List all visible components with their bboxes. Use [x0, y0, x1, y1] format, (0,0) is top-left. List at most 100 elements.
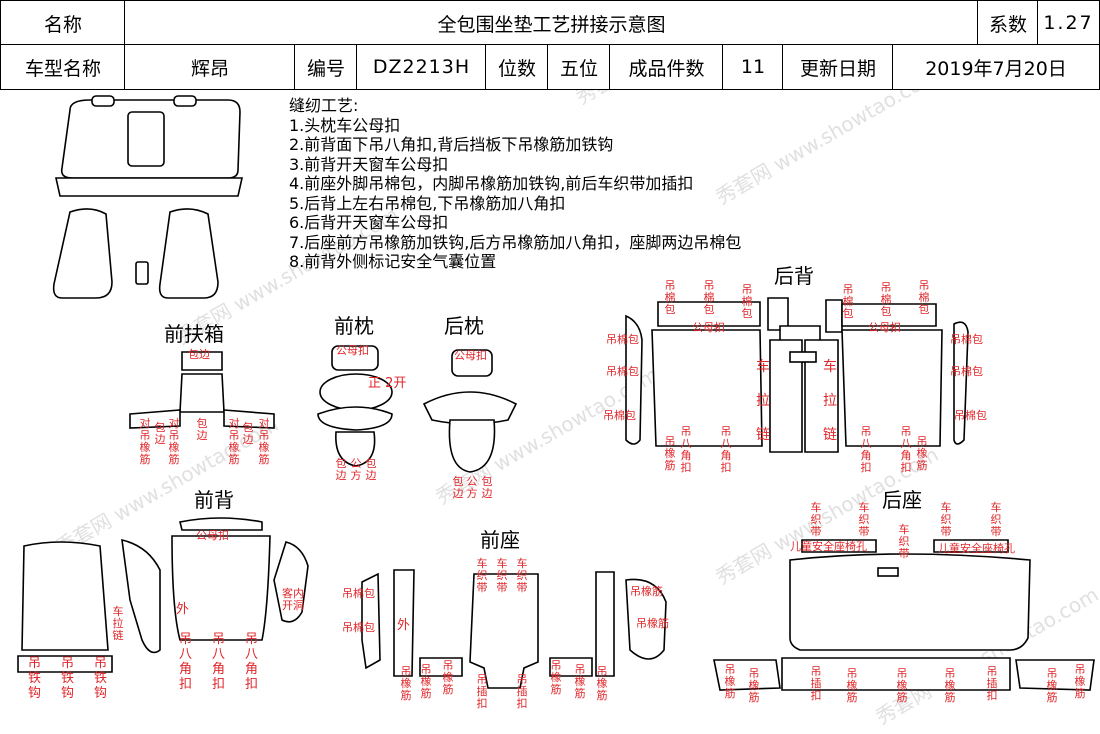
pieces-label: 成品件数 [609, 44, 724, 90]
label-diao-xiang-jin: 吊橡筋 [400, 665, 412, 702]
code-value: DZ2213H [356, 44, 487, 90]
label-che-la-lian: 车拉链 [756, 359, 770, 443]
name-label: 名称 [0, 0, 126, 46]
label-diao-xiang-jin: 吊橡筋 [1046, 667, 1058, 704]
label-diao-xiang-jin: 吊橡筋 [550, 659, 562, 696]
label-diao-tie-gou: 吊铁钩 [60, 656, 74, 701]
label-gong-fang: 公方 [466, 475, 478, 500]
label-diao-xiang-jin: 吊橡筋 [896, 667, 908, 704]
label-diao-cha-kou: 吊插扣 [476, 673, 488, 710]
notes-heading: 缝纫工艺: [289, 96, 359, 115]
label-diao-xiang-jin: 吊橡筋 [442, 659, 454, 696]
label-diao-tie-gou: 吊铁钩 [27, 656, 41, 701]
label-diao-mian-bao: 吊棉包 [842, 283, 854, 320]
label-che-la-lian: 车拉链 [823, 359, 837, 443]
label-che-zhi-dai: 车织带 [476, 557, 488, 594]
seats-label: 位数 [485, 44, 549, 90]
label-diao-mian-bao: 吊棉包 [741, 283, 753, 320]
label-diao-mian-bao: 吊棉包 [950, 333, 983, 346]
label-diao-mian-bao: 吊棉包 [603, 409, 636, 422]
label-diao-xiang-jin: 吊橡筋 [596, 665, 608, 702]
label-diao-ba-jiao-kou: 吊八角扣 [244, 632, 258, 692]
label-diao-mian-bao: 吊棉包 [918, 279, 930, 316]
front-back-pieces [17, 517, 309, 673]
date-label: 更新日期 [782, 44, 894, 90]
model-label: 车型名称 [0, 44, 126, 90]
label-diao-ba-jiao-kou: 吊八角扣 [720, 425, 732, 474]
label-er-tong-an-quan-zuo-yi-kong: 儿童安全座椅孔 [790, 540, 867, 553]
label-bao-bian: 包边 [452, 475, 464, 500]
label-diao-xiang-jin: 吊橡筋 [636, 617, 669, 630]
rear-seat-pieces [713, 539, 1095, 691]
label-che-zhi-dai: 车织带 [898, 523, 910, 560]
note-item: 4.前座外脚吊棉包，内脚吊橡筋加铁钩,前后车织带加插扣 [289, 174, 694, 193]
label-diao-xiang-jin: 吊橡筋 [846, 667, 858, 704]
label-diao-xiang-jin: 吊橡筋 [1074, 663, 1086, 700]
label-diao-ba-jiao-kou: 吊八角扣 [900, 425, 912, 474]
armrest-pieces [129, 351, 275, 429]
label-diao-xiang-jin: 吊橡筋 [944, 667, 956, 704]
label-gong-fang: 公方 [350, 457, 362, 482]
label-gong-mu-kou: 公母扣 [196, 529, 229, 542]
label-diao-ba-jiao-kou: 吊八角扣 [178, 632, 192, 692]
label-dui-diao-xiang-jin: 对吊橡筋 [258, 417, 270, 466]
label-diao-ba-jiao-kou: 吊八角扣 [211, 632, 225, 692]
note-item: 5.后背上左右吊棉包,下吊橡筋加八角扣 [289, 193, 566, 213]
front-headrest-pieces [317, 345, 393, 467]
section-title-rear-back: 后背 [774, 264, 814, 288]
label-diao-mian-bao: 吊棉包 [703, 279, 715, 316]
label-diao-ba-jiao-kou: 吊八角扣 [860, 425, 872, 474]
section-title-armrest: 前扶箱 [164, 322, 224, 346]
label-diao-ba-jiao-kou: 吊八角扣 [680, 425, 692, 474]
label-ke-nei-kai-dong: 客内开洞 [282, 587, 304, 612]
label-diao-mian-bao: 吊棉包 [342, 587, 375, 600]
label-diao-mian-bao: 吊棉包 [342, 621, 375, 634]
label-diao-cha-kou: 吊插扣 [516, 673, 528, 710]
note-item: 8.前背外侧标记安全气囊位置 [289, 252, 497, 271]
label-gong-mu-kou: 公母扣 [336, 344, 369, 357]
label-dui-diao-xiang-jin: 对吊橡筋 [139, 417, 151, 466]
label-che-zhi-dai: 车织带 [810, 501, 822, 538]
label-diao-xiang-jin: 吊橡筋 [664, 435, 676, 472]
note-item: 2.前背面下吊八角扣,背后挡板下吊橡筋加铁钩 [289, 135, 614, 154]
label-gong-mu-kou: 公母扣 [454, 349, 487, 362]
label-er-tong-an-quan-zuo-yi-kong: 儿童安全座椅孔 [938, 542, 1015, 555]
section-title-rear-seat: 后座 [882, 488, 922, 512]
front-seats-overview [52, 208, 219, 299]
header-table: 名称 全包围坐垫工艺拼接示意图 系数 1.27 车型名称 辉昂 编号 DZ221… [0, 0, 1100, 90]
note-item: 7.后座前方吊橡筋加铁钩,后方吊橡筋加八角扣，座脚两边吊棉包 [289, 232, 742, 252]
date-value: 2019年7月20日 [892, 44, 1100, 90]
label-che-zhi-dai: 车织带 [940, 501, 952, 538]
label-zheng-2-kai: 正 2开 [368, 376, 407, 391]
label-dui-diao-xiang-jin: 对吊橡筋 [168, 417, 180, 466]
note-item: 1.头枕车公母扣 [289, 115, 401, 135]
section-title-rear-headrest: 后枕 [444, 314, 484, 338]
label-diao-xiang-jin: 吊橡筋 [574, 663, 586, 700]
label-diao-mian-bao: 吊棉包 [606, 365, 639, 378]
label-che-zhi-dai: 车织带 [496, 557, 508, 594]
note-item: 6.后背开天窗车公母扣 [289, 213, 449, 232]
seats-value: 五位 [547, 44, 611, 90]
label-diao-xiang-jin: 吊橡筋 [916, 435, 928, 472]
label-bao-bian: 包边 [188, 348, 210, 361]
model-value: 辉昂 [124, 44, 296, 90]
rear-bench-overview [55, 95, 243, 197]
label-che-zhi-dai: 车织带 [516, 557, 528, 594]
section-title-front-seat: 前座 [480, 528, 520, 552]
label-dui-diao-xiang-jin: 对吊橡筋 [228, 417, 240, 466]
sewing-notes: 缝纫工艺: 1.头枕车公母扣 2.前背面下吊八角扣,背后挡板下吊橡筋加铁钩 3.… [289, 96, 741, 272]
label-diao-mian-bao: 吊棉包 [606, 333, 639, 346]
label-diao-tie-gou: 吊铁钩 [93, 656, 107, 701]
label-bao-bian: 包边 [481, 475, 493, 500]
pieces-value: 11 [722, 44, 784, 90]
label-che-la-lian-short: 车拉链 [112, 605, 124, 642]
label-wai: 外 [176, 602, 190, 617]
label-che-zhi-dai: 车织带 [990, 501, 1002, 538]
label-diao-mian-bao: 吊棉包 [664, 279, 676, 316]
coefficient-label: 系数 [977, 0, 1039, 46]
label-bao-bian: 包边 [196, 417, 208, 442]
label-diao-xiang-jin: 吊橡筋 [748, 667, 760, 704]
label-diao-xiang-jin: 吊橡筋 [420, 663, 432, 700]
section-title-front-headrest: 前枕 [334, 314, 374, 338]
